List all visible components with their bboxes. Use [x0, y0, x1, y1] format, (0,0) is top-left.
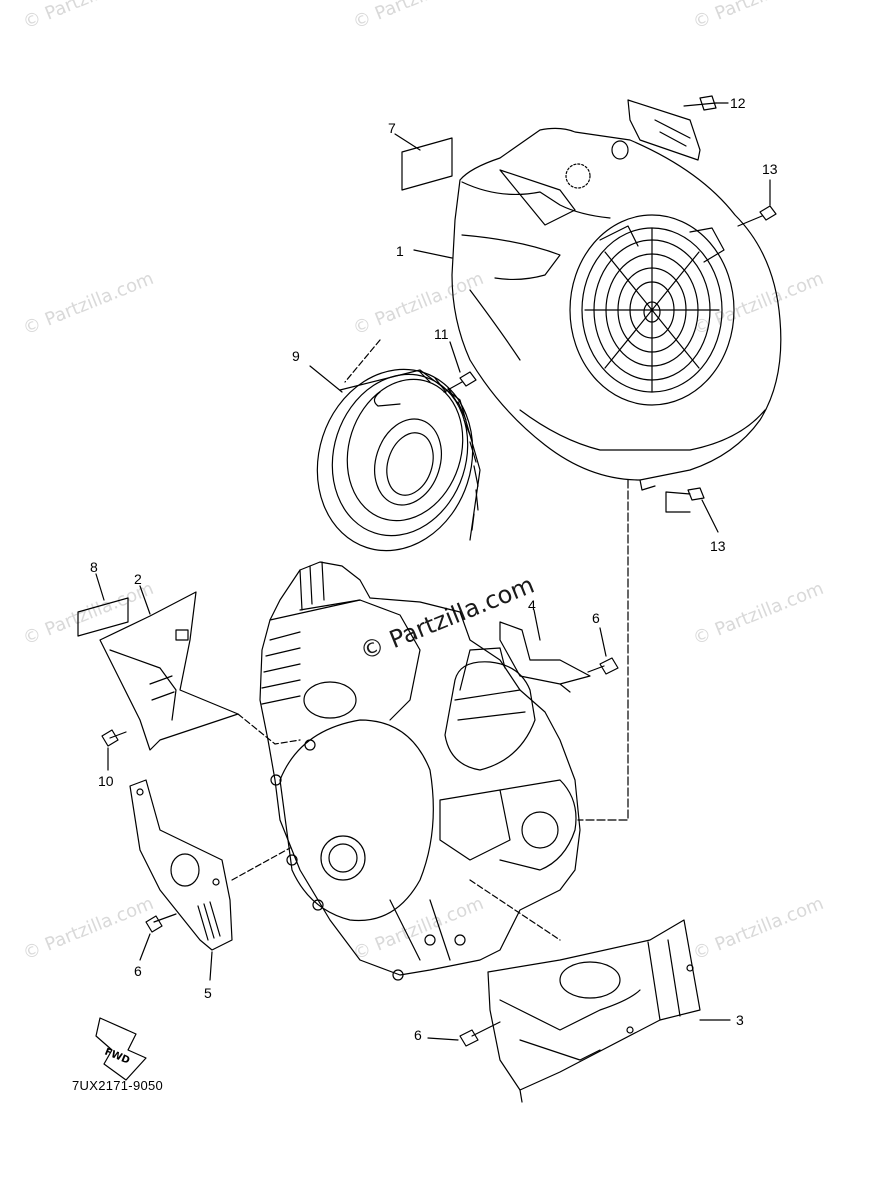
label-sticker-part — [401, 137, 453, 191]
lower-guard-part-3 — [487, 919, 701, 1103]
bracket-part — [611, 95, 717, 161]
callout-9: 9 — [292, 348, 300, 364]
cooling-shroud-part — [451, 127, 782, 491]
callout-11: 11 — [434, 326, 449, 342]
engine-block — [259, 561, 581, 981]
callout-1: 1 — [396, 243, 404, 259]
callout-2: 2 — [134, 571, 142, 587]
forward-direction-arrow-icon: FWD — [95, 1017, 147, 1081]
callout-6-left: 6 — [134, 963, 142, 979]
callout-4: 4 — [528, 597, 536, 613]
side-cover-part-5 — [129, 779, 233, 951]
bolt-part-13 — [665, 487, 705, 513]
bolt-part-13 — [737, 205, 777, 227]
callout-7: 7 — [388, 120, 396, 136]
callout-6-bottom: 6 — [414, 1027, 422, 1043]
callout-8: 8 — [90, 559, 98, 575]
callout-13-bottom: 13 — [710, 538, 726, 554]
callout-13-top: 13 — [762, 161, 778, 177]
heat-shield-part-2 — [99, 591, 239, 751]
bolt-part-6 — [587, 657, 619, 675]
flywheel-part — [316, 368, 481, 552]
bolt-part-6 — [459, 1021, 501, 1047]
bolt-part-10 — [101, 729, 127, 747]
bracket-part-4 — [499, 621, 591, 693]
diagram-code: 7UX2171-9050 — [72, 1078, 164, 1093]
callout-3: 3 — [736, 1012, 744, 1028]
callout-5: 5 — [204, 985, 212, 1001]
bolt-part-6 — [145, 913, 177, 933]
callout-10: 10 — [98, 773, 114, 789]
sticker-part-8 — [77, 597, 129, 637]
callout-6-right: 6 — [592, 610, 600, 626]
callout-12: 12 — [730, 95, 746, 111]
